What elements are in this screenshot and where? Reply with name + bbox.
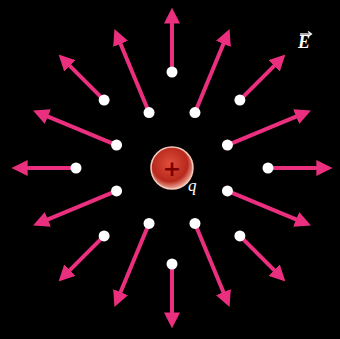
field-vector xyxy=(227,191,305,223)
field-vector xyxy=(195,35,227,113)
field-vector xyxy=(170,14,174,72)
field-point xyxy=(222,185,233,196)
field-point xyxy=(234,230,245,241)
field-vector xyxy=(117,35,149,113)
field-point xyxy=(189,218,200,229)
field-vector xyxy=(195,223,227,301)
field-vector xyxy=(227,113,305,145)
field-point xyxy=(263,163,274,174)
field-vector xyxy=(240,59,281,100)
charge-label: q xyxy=(188,176,197,196)
field-vector xyxy=(63,236,104,277)
field-vector xyxy=(117,223,149,301)
field-vector xyxy=(170,264,174,322)
field-point xyxy=(111,185,122,196)
field-point xyxy=(167,67,178,78)
field-vector xyxy=(240,236,281,277)
field-point xyxy=(144,218,155,229)
field-point xyxy=(144,107,155,118)
field-point xyxy=(234,95,245,106)
field-point xyxy=(222,140,233,151)
field-vector xyxy=(18,166,76,170)
field-point xyxy=(99,95,110,106)
field-point xyxy=(189,107,200,118)
charge-sign: + xyxy=(163,156,181,181)
field-point xyxy=(99,230,110,241)
field-symbol: E xyxy=(298,32,310,53)
point-charge: +q xyxy=(150,146,194,190)
field-vector xyxy=(268,166,326,170)
field-vector xyxy=(39,113,117,145)
field-point xyxy=(167,259,178,270)
field-point xyxy=(111,140,122,151)
field-vector xyxy=(63,59,104,100)
field-point xyxy=(71,163,82,174)
field-vector xyxy=(39,191,117,223)
